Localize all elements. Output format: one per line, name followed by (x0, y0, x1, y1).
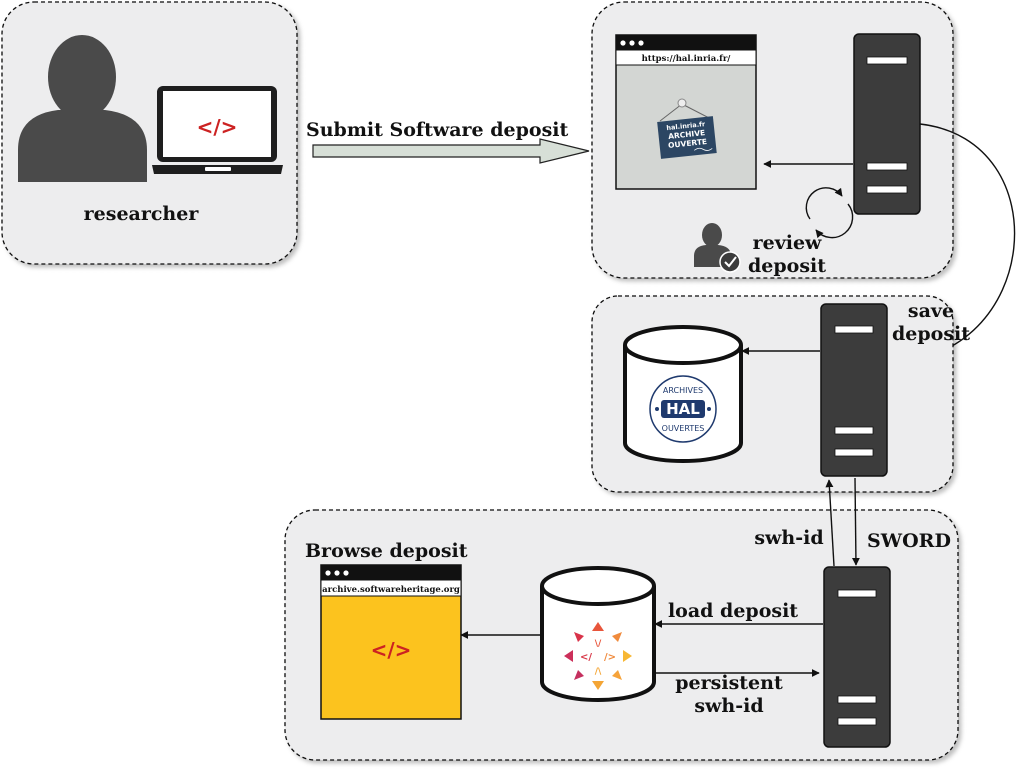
hal-storage-panel: HAL ARCHIVES OUVERTES save deposit (591, 295, 970, 493)
submit-arrow: Submit Software deposit (306, 119, 590, 164)
hal-storage-server-icon (820, 303, 888, 477)
software-heritage-panel: Browse deposit archive.softwareheritage.… (284, 509, 959, 761)
svg-text:/>: /> (604, 652, 616, 663)
swh-database-icon: </ /> \/ /\ (540, 566, 656, 702)
review-cycle-icon (805, 187, 854, 239)
researcher-panel: </> researcher (1, 1, 298, 265)
laptop-icon: </> (152, 86, 283, 174)
archive-ouverte-sign: hal.inria.fr ARCHIVE OUVERTE (657, 98, 717, 159)
sword-down-arrow (851, 477, 860, 566)
load-label: load deposit (668, 600, 798, 622)
browse-label: Browse deposit (305, 540, 468, 562)
checkmark-icon (719, 251, 741, 273)
submit-label: Submit Software deposit (306, 119, 569, 141)
hal-front-server-icon (853, 33, 921, 215)
svg-text:</: </ (580, 652, 592, 663)
hal-front-panel: https://hal.inria.fr/ hal.inria.fr ARCHI… (591, 1, 954, 279)
swhid-up-arrow (825, 479, 835, 567)
svg-text:OUVERTES: OUVERTES (662, 424, 705, 433)
svg-text:\/: \/ (595, 639, 602, 649)
software-heritage-logo: </ /> \/ /\ (564, 622, 632, 690)
swh-url: archive.softwareheritage.org (322, 585, 460, 595)
swh-server-icon (823, 566, 891, 748)
save-label-line2: deposit (892, 323, 970, 345)
svg-text:ARCHIVES: ARCHIVES (663, 386, 703, 395)
swh-browser-window: archive.softwareheritage.org </> (320, 564, 462, 720)
persistent-label-line1: persistent (675, 672, 783, 694)
hal-browser-window: https://hal.inria.fr/ hal.inria.fr ARCHI… (615, 34, 757, 190)
review-label-line2: deposit (748, 255, 826, 277)
reviewer-icon (694, 223, 741, 273)
persistent-label-line2: swh-id (694, 695, 763, 717)
sword-label: SWORD (867, 530, 951, 552)
researcher-label: researcher (84, 203, 200, 225)
review-label-line1: review (753, 232, 822, 254)
hal-database-icon: HAL ARCHIVES OUVERTES (623, 325, 743, 463)
svg-text:/\: /\ (595, 667, 602, 677)
researcher-person-icon (18, 35, 147, 182)
laptop-code-glyph: </> (197, 115, 238, 139)
hal-archives-ouvertes-logo: HAL ARCHIVES OUVERTES (649, 375, 717, 443)
svg-text:OUVERTE: OUVERTE (668, 137, 708, 150)
swhid-label: swh-id (754, 527, 823, 549)
swh-code-glyph: </> (371, 638, 412, 662)
svg-text:ARCHIVE: ARCHIVE (668, 128, 706, 141)
svg-text:HAL: HAL (666, 400, 700, 418)
save-label-line1: save (908, 300, 954, 322)
hal-url: https://hal.inria.fr/ (642, 54, 732, 64)
